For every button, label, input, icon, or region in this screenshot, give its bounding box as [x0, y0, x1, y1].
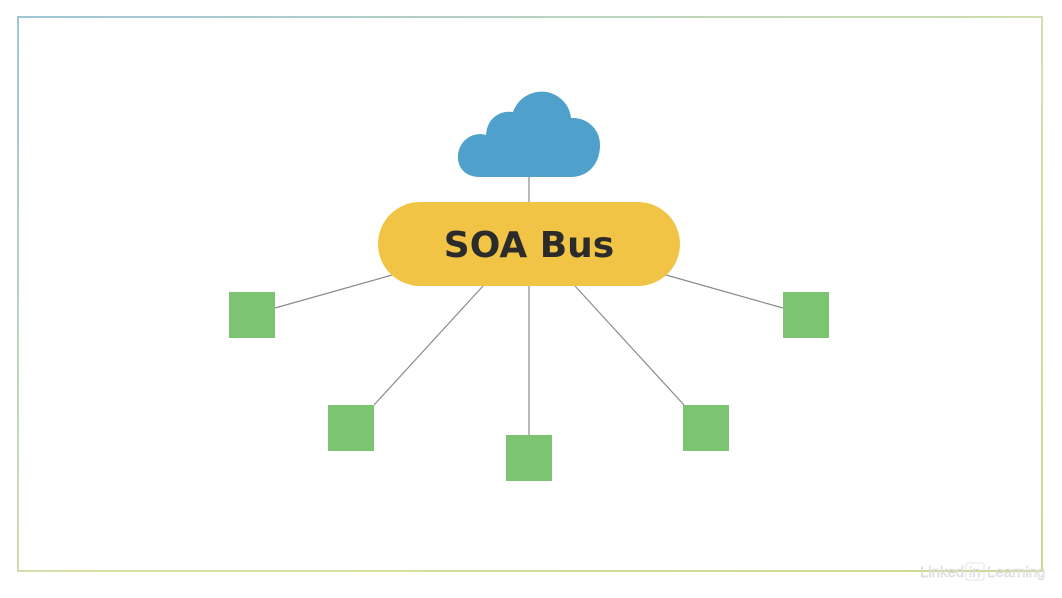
services	[229, 292, 829, 481]
slide-frame	[17, 16, 1043, 572]
service-node	[229, 292, 275, 338]
cloud-icon	[457, 91, 600, 177]
watermark-linked-text: Linked	[920, 564, 964, 581]
watermark-learning-text: Learning	[987, 564, 1045, 581]
soa-bus-label: SOA Bus	[444, 225, 614, 266]
watermark-in-text: in	[969, 564, 981, 581]
service-node	[683, 405, 729, 451]
service-node	[783, 292, 829, 338]
linkedin-learning-watermark: Linked in Learning	[920, 562, 1046, 581]
connectors	[274, 176, 784, 435]
service-node	[506, 435, 552, 481]
watermark-in-box	[965, 562, 985, 581]
service-node	[328, 405, 374, 451]
soa-bus	[378, 202, 680, 286]
connector-service-2	[373, 285, 484, 406]
connector-service-4	[574, 285, 685, 406]
connector-service-5	[665, 274, 784, 309]
connector-service-1	[274, 274, 393, 309]
